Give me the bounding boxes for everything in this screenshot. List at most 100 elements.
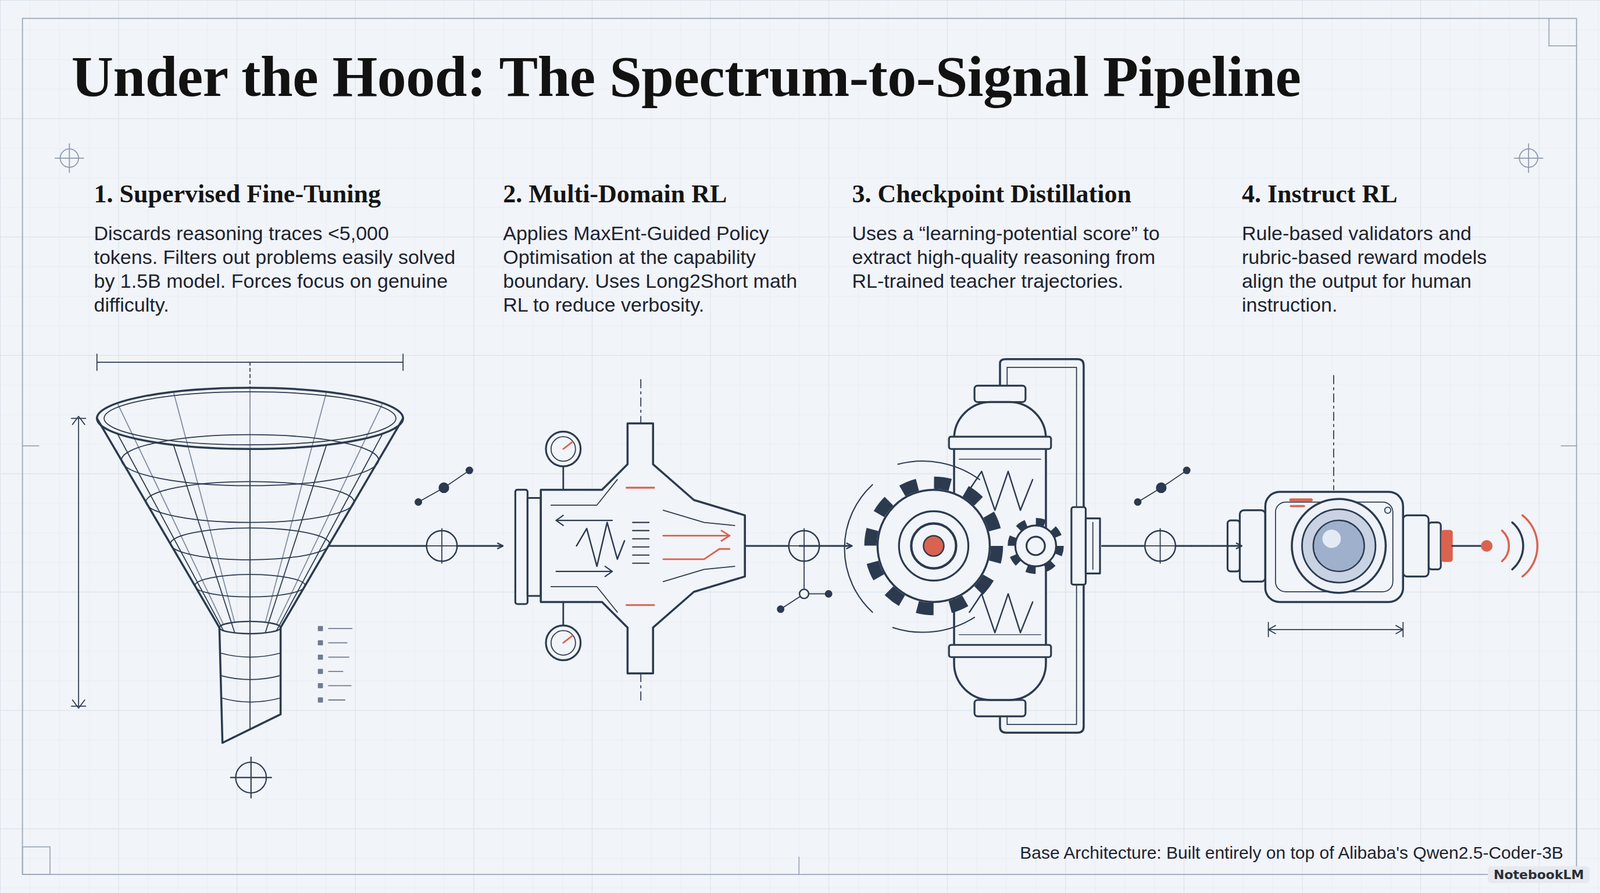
aligner-illustration	[1428, 522, 1441, 570]
crosshair	[250, 756, 252, 798]
funnel-mesh	[265, 444, 327, 633]
distiller-illustration	[911, 523, 956, 569]
connector-decoration	[328, 467, 1191, 613]
connector-decoration	[415, 498, 422, 506]
dimension-line	[72, 416, 85, 425]
optimiser-illustration	[556, 519, 613, 521]
aligner-illustration	[1322, 529, 1342, 549]
distiller-illustration	[974, 385, 1026, 402]
optimiser-illustration	[551, 479, 735, 613]
optimiser-illustration	[551, 630, 576, 656]
distiller-illustration	[844, 484, 873, 613]
optimiser-illustration	[563, 441, 573, 449]
funnel-mesh	[265, 391, 327, 623]
connector-decoration	[1156, 483, 1166, 493]
dimension-line	[96, 354, 98, 371]
optimiser-illustration	[515, 489, 528, 605]
optimiser-illustration	[540, 423, 745, 674]
optimiser-illustration	[551, 436, 576, 462]
aligner-illustration	[1384, 506, 1392, 514]
spec-marks	[318, 655, 323, 660]
aligner-illustration	[1227, 375, 1538, 637]
connector-decoration	[1134, 498, 1142, 506]
stage-heading: 1. Supervised Fine-Tuning	[93, 179, 456, 210]
spec-marks	[328, 670, 344, 673]
funnel-mesh	[173, 444, 235, 633]
pipeline-stage: 2. Multi-Domain RLApplies MaxEnt-Guided …	[502, 179, 799, 757]
distiller-illustration	[877, 489, 990, 602]
funnel-mesh	[173, 391, 235, 623]
flow-arrow	[798, 544, 852, 547]
frame	[1561, 445, 1577, 447]
aligner-illustration	[1333, 375, 1335, 491]
optimiser-illustration	[605, 566, 613, 577]
funnel-illustration	[97, 418, 220, 628]
optimiser-illustration	[527, 497, 541, 596]
spec-marks	[318, 640, 323, 645]
distiller-illustration	[974, 700, 1026, 717]
distiller-illustration	[959, 458, 1041, 460]
flow-arrow	[1190, 544, 1242, 547]
aligner-illustration	[1512, 522, 1524, 570]
connector-decoration	[799, 589, 809, 599]
frame	[22, 847, 50, 875]
connector-decoration	[439, 483, 449, 493]
distiller-illustration	[1011, 521, 1060, 571]
dimension-line	[77, 418, 80, 707]
optimiser-illustration	[545, 625, 581, 661]
funnel-mesh	[249, 448, 251, 634]
frame	[22, 445, 39, 447]
aligner-illustration	[1313, 520, 1365, 572]
pipeline-stage: 4. Instruct RLRule-based validators and …	[1241, 179, 1516, 757]
distiller-illustration	[844, 359, 1100, 733]
aligner-illustration	[1268, 625, 1276, 634]
distiller-illustration	[948, 436, 1052, 449]
distiller-illustration	[898, 511, 969, 581]
optimiser-illustration	[515, 379, 745, 705]
frame	[22, 18, 1577, 875]
dimension-line	[72, 700, 85, 709]
aligner-illustration	[1522, 515, 1538, 577]
aligner-illustration	[1395, 625, 1403, 634]
dimension-line	[71, 418, 87, 420]
optimiser-illustration	[632, 538, 649, 540]
corner-crosshair	[68, 143, 70, 173]
crosshair	[230, 756, 272, 798]
spec-marks	[318, 626, 353, 703]
frame	[798, 856, 800, 875]
connector-decoration	[777, 606, 784, 613]
stage-heading: 4. Instruct RL	[1241, 179, 1516, 210]
optimiser-illustration	[563, 635, 573, 643]
funnel-illustration	[280, 418, 404, 628]
distiller-illustration	[1015, 525, 1056, 567]
funnel-mesh	[276, 433, 384, 631]
optimiser-illustration	[562, 602, 564, 626]
distiller-illustration	[1092, 522, 1094, 570]
funnel-mesh	[145, 481, 355, 523]
optimiser-illustration	[632, 522, 649, 564]
optimiser-illustration	[632, 530, 649, 532]
spec-marks	[318, 683, 323, 688]
funnel-illustration	[71, 354, 403, 798]
spec-marks	[328, 685, 352, 687]
flow-arrow	[456, 544, 504, 547]
optimiser-illustration	[626, 486, 655, 489]
base-architecture-note: Base Architecture: Built entirely on top…	[1019, 843, 1564, 863]
stage-description: Discards reasoning traces <5,000 tokens.…	[93, 221, 456, 317]
funnel-mesh	[194, 574, 306, 598]
distiller-illustration	[969, 593, 1033, 633]
optimiser-illustration	[545, 431, 581, 467]
aligner-illustration	[1268, 622, 1404, 638]
connector-decoration	[466, 467, 473, 474]
distiller-illustration	[1026, 536, 1046, 556]
aligner-illustration	[1227, 520, 1240, 572]
optimiser-illustration	[556, 515, 564, 526]
aligner-illustration	[1290, 505, 1305, 508]
aligner-illustration	[1402, 515, 1429, 577]
aligner-illustration	[1291, 498, 1386, 593]
funnel-mesh	[104, 387, 396, 634]
funnel-illustration	[219, 621, 281, 634]
